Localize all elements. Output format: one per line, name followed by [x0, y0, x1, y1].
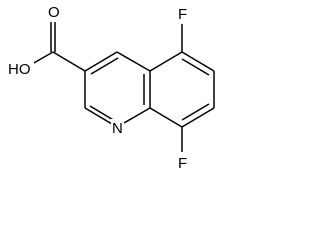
bond-c3-c4 — [84, 51, 118, 72]
bond-c3-to-carboxyl — [52, 51, 86, 72]
hydroxyl-label-bg — [6, 60, 34, 77]
bond-c7-c8 — [181, 107, 215, 128]
atom-label-layer: HO O N F F — [6, 3, 188, 172]
bond-c7-c8-inner — [181, 103, 210, 121]
bond-c8-c8a — [149, 107, 183, 128]
bond-cooh-carbon-to-hydroxyl — [31, 51, 54, 65]
molecule-structure: HO O N F F — [6, 3, 215, 172]
bond-c4-c4a — [116, 51, 151, 72]
bond-c5-c6-inner — [181, 58, 210, 76]
fluorine-top-label-bg — [177, 5, 188, 22]
bond-c4a-c5 — [149, 51, 183, 72]
fluorine-bottom-label: F — [178, 155, 187, 172]
bond-c3-c4-inner — [90, 57, 119, 75]
carbonyl-oxygen-label-bg — [47, 3, 60, 20]
ring-nitrogen-label-bg — [111, 119, 124, 136]
carbonyl-oxygen-label: O — [48, 4, 60, 21]
bond-c5-c6 — [181, 51, 215, 72]
fluorine-top-label: F — [178, 6, 187, 23]
bond-n1-c2-inner — [89, 105, 116, 122]
hydroxyl-label: HO — [8, 61, 31, 78]
ring-nitrogen-label: N — [112, 120, 123, 137]
fluorine-bottom-label-bg — [177, 154, 188, 171]
